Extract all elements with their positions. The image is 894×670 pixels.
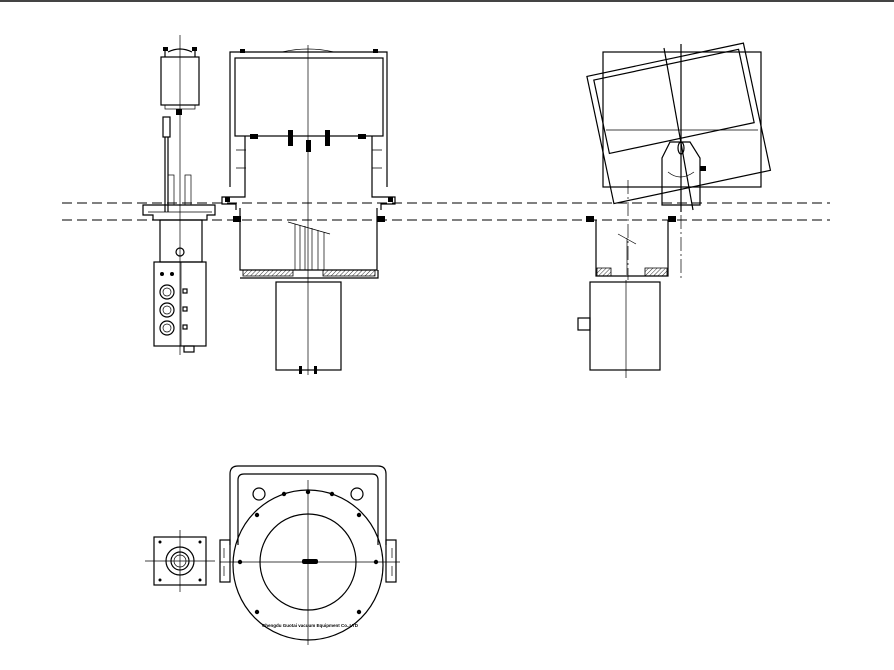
- tilted-view: [577, 42, 772, 378]
- bolt-holes: [237, 489, 379, 615]
- company-label: Chengdu Guotai vacuum Equipment Co.,LTD: [262, 623, 359, 628]
- chamber-top-view: Chengdu Guotai vacuum Equipment Co.,LTD: [219, 465, 400, 645]
- flange-top-view: [145, 530, 215, 592]
- window-top-border: [0, 0, 894, 2]
- front-view: [221, 45, 396, 375]
- side-view: [142, 35, 216, 355]
- controller-knobs: [159, 272, 188, 336]
